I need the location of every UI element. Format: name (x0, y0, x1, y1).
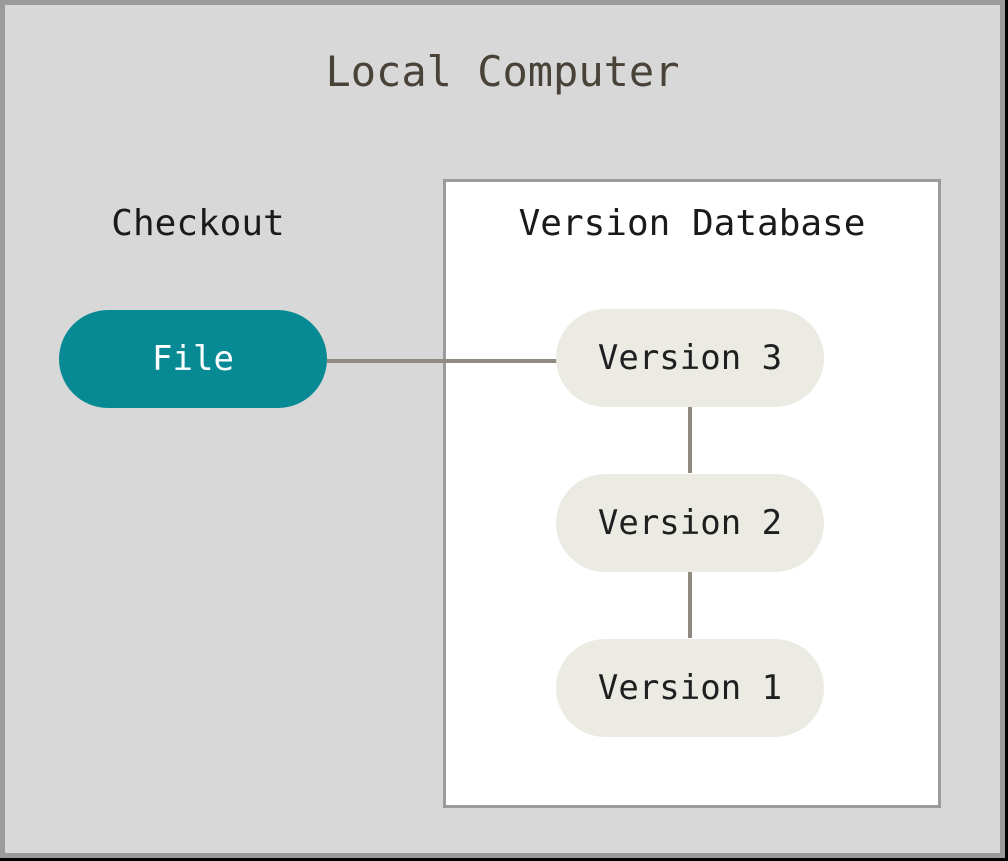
diagram-title: Local Computer (325, 47, 680, 96)
connector-version2-to-version1 (688, 572, 692, 638)
checkout-label: Checkout (111, 203, 285, 244)
version-node-2: Version 2 (556, 474, 824, 572)
connector-file-to-version3 (327, 359, 563, 363)
version-node-3: Version 3 (556, 309, 824, 407)
version-node-1: Version 1 (556, 639, 824, 737)
file-node: File (59, 310, 327, 408)
connector-version3-to-version2 (688, 407, 692, 473)
version-database-title: Version Database (518, 203, 866, 244)
